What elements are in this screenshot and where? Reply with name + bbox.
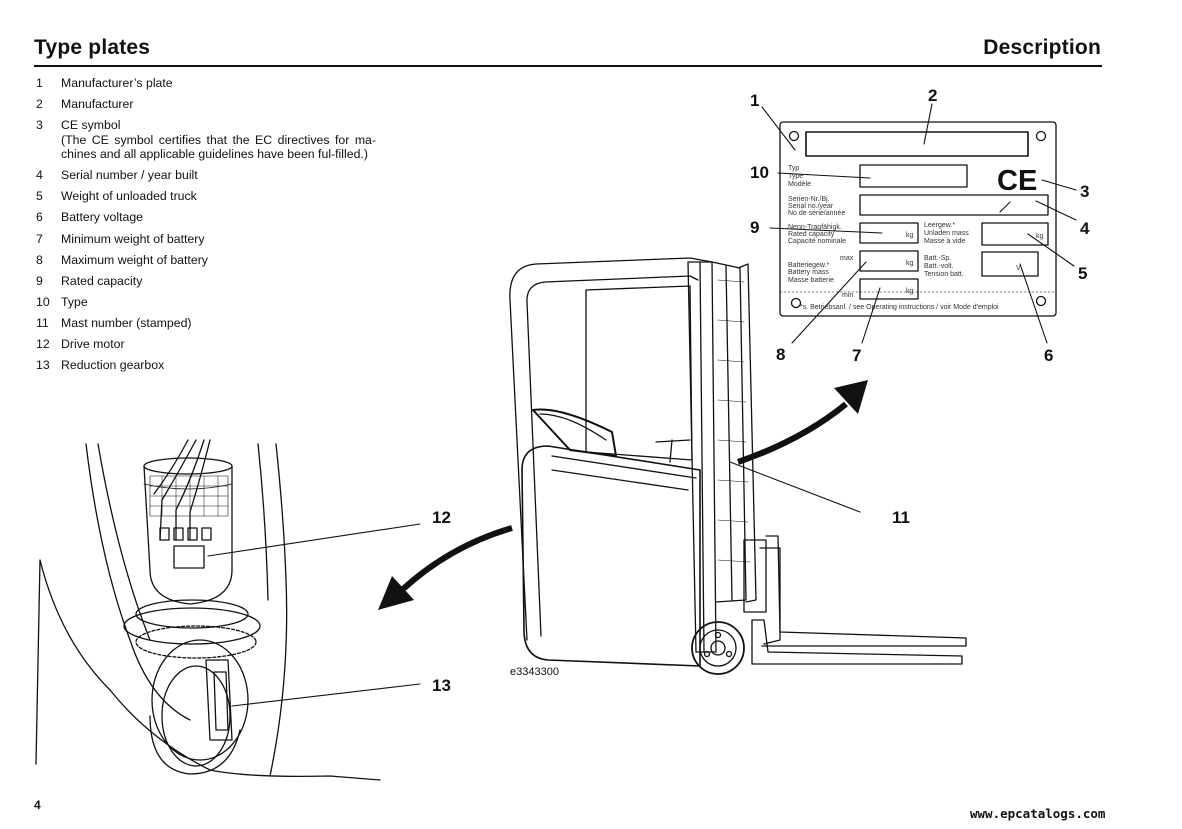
legend-number: 5: [36, 189, 43, 204]
legend-number: 6: [36, 210, 43, 225]
legend-item: 13 Reduction gearbox: [36, 358, 376, 373]
callout-4: 4: [1080, 219, 1090, 238]
legend-text: Reduction gearbox: [61, 358, 165, 373]
legend-item: 3 CE symbol(The CE symbol certifies that …: [36, 118, 376, 162]
label-type-fr: Modèle: [788, 181, 811, 188]
callout-2: 2: [928, 86, 937, 105]
legend-item: 5 Weight of unloaded truck: [36, 189, 376, 204]
legend-number: 3: [36, 118, 43, 133]
callout-3: 3: [1080, 182, 1089, 201]
label-capacity-en: Rated capacity: [788, 231, 835, 238]
label-type-en: Type: [788, 173, 803, 180]
legend-text: Manufacturer: [61, 97, 134, 112]
legend-number: 9: [36, 273, 43, 288]
legend-item: 2 Manufacturer: [36, 97, 376, 112]
drive-motor-detail: [35, 439, 421, 781]
legend-text: Weight of unloaded truck: [61, 189, 197, 204]
legend-text: Type: [61, 294, 88, 309]
legend-text: Drive motor: [61, 337, 125, 352]
label-unladen-fr: Masse à vide: [924, 238, 965, 245]
label-serial-fr: No de série/année: [788, 210, 845, 217]
unit-kg-capacity: kg: [906, 232, 914, 239]
label-unladen-de: Leergew.*: [924, 222, 955, 229]
legend-number: 13: [36, 358, 50, 373]
callout-13: 13: [432, 676, 451, 695]
callout-6: 6: [1044, 346, 1053, 365]
label-voltage-en: Batt.-volt.: [924, 263, 954, 270]
legend-text: Mast number (stamped): [61, 315, 192, 330]
section-title: Type plates: [34, 36, 151, 59]
legend-text: Maximum weight of battery: [61, 252, 208, 267]
watermark: www.epcatalogs.com: [970, 806, 1106, 821]
legend-text: CE symbol: [61, 118, 121, 133]
callout-12: 12: [432, 508, 451, 527]
unit-kg-unladen: kg: [1036, 233, 1044, 240]
label-capacity-de: Nenn-Tragfähigk.: [788, 224, 842, 231]
arrow-to-detail-icon: [378, 525, 513, 610]
page-number: 4: [34, 798, 41, 812]
label-voltage-de: Batt.-Sp.: [924, 255, 951, 262]
label-serial-en: Serial no./year: [788, 203, 834, 210]
chapter-title: Description: [983, 36, 1101, 59]
label-battery-fr: Masse batterie: [788, 277, 834, 284]
label-serial-de: Serien-Nr./Bj.: [788, 196, 830, 203]
unit-kg-battery-max: kg: [906, 260, 914, 267]
legend-detail: (The CE symbol certifies that the EC dir…: [61, 132, 376, 162]
legend-number: 7: [36, 231, 43, 246]
legend-number: 2: [36, 97, 43, 112]
label-voltage-fr: Tension batt.: [924, 271, 964, 278]
callout-1: 1: [750, 91, 759, 110]
legend-item: 9 Rated capacity: [36, 274, 376, 289]
callout-9: 9: [750, 218, 759, 237]
legend-number: 11: [36, 315, 49, 330]
legend-item: 6 Battery voltage: [36, 210, 376, 225]
legend-item: 11 Mast number (stamped): [36, 316, 376, 331]
callout-7: 7: [852, 346, 861, 365]
legend-list: 1 Manufacturer’s plate 2 Manufacturer 3 CE sy…: [36, 76, 376, 379]
legend-number: 12: [36, 337, 50, 352]
arrow-to-plate-icon: [737, 380, 868, 465]
callout-10: 10: [750, 163, 769, 182]
legend-item: 1 Manufacturer’s plate: [36, 76, 376, 91]
legend-item: 7 Minimum weight of battery: [36, 232, 376, 247]
plate-footer-note: *s. Betriebsanl. / see Operating instruc…: [800, 304, 999, 311]
legend-item: 12 Drive motor: [36, 337, 376, 352]
legend-text: Manufacturer’s plate: [61, 76, 173, 90]
legend-item: 8 Maximum weight of battery: [36, 253, 376, 268]
label-unladen-en: Unladen mass: [924, 230, 969, 237]
callout-8: 8: [776, 345, 785, 364]
header-rule: [34, 65, 1102, 67]
manufacturers-plate: [779, 121, 1057, 317]
label-battery-en: Battery mass: [788, 269, 829, 276]
label-max: max: [840, 255, 854, 262]
forklift-truck: [509, 257, 967, 675]
ce-mark-icon: CE: [997, 165, 1037, 197]
figure-code: e3343300: [510, 666, 559, 678]
legend-text: Serial number / year built: [61, 168, 198, 183]
label-capacity-fr: Capacité nominale: [788, 238, 846, 245]
label-type-de: Typ: [788, 165, 799, 172]
unit-volt: V: [1016, 265, 1021, 272]
legend-text: Rated capacity: [61, 273, 143, 288]
callout-11: 11: [892, 508, 910, 527]
callout-5: 5: [1078, 264, 1087, 283]
label-min: min: [842, 292, 853, 299]
legend-item: 10 Type: [36, 295, 376, 310]
unit-kg-battery-min: kg: [906, 288, 914, 295]
legend-number: 4: [36, 168, 43, 183]
legend-number: 8: [36, 252, 43, 267]
legend-number: 1: [36, 76, 43, 90]
legend-number: 10: [36, 294, 50, 309]
legend-text: Minimum weight of battery: [61, 231, 205, 246]
legend-text: Battery voltage: [61, 210, 144, 225]
label-battery-de: Batteriegew.*: [788, 262, 830, 269]
legend-item: 4 Serial number / year built: [36, 168, 376, 183]
